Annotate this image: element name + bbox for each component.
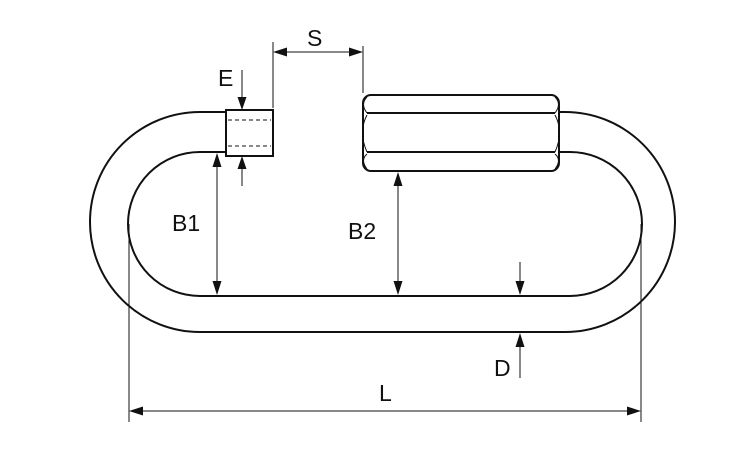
dimension-s [272,42,364,108]
label-e: E [218,65,233,91]
dimension-l [128,224,642,422]
threaded-sleeve-nut [362,94,560,172]
dimension-d [515,262,525,378]
label-l: L [379,380,392,406]
dimension-e [237,70,247,186]
dimension-b2 [393,172,403,295]
label-d: D [494,355,511,381]
link-outer-contour [89,111,676,333]
gate-stub [225,109,274,157]
label-b2: B2 [348,218,376,244]
label-s: S [307,25,322,51]
link-inner-contour [127,151,643,297]
label-b1: B1 [172,210,200,236]
dimension-b1 [212,153,222,295]
